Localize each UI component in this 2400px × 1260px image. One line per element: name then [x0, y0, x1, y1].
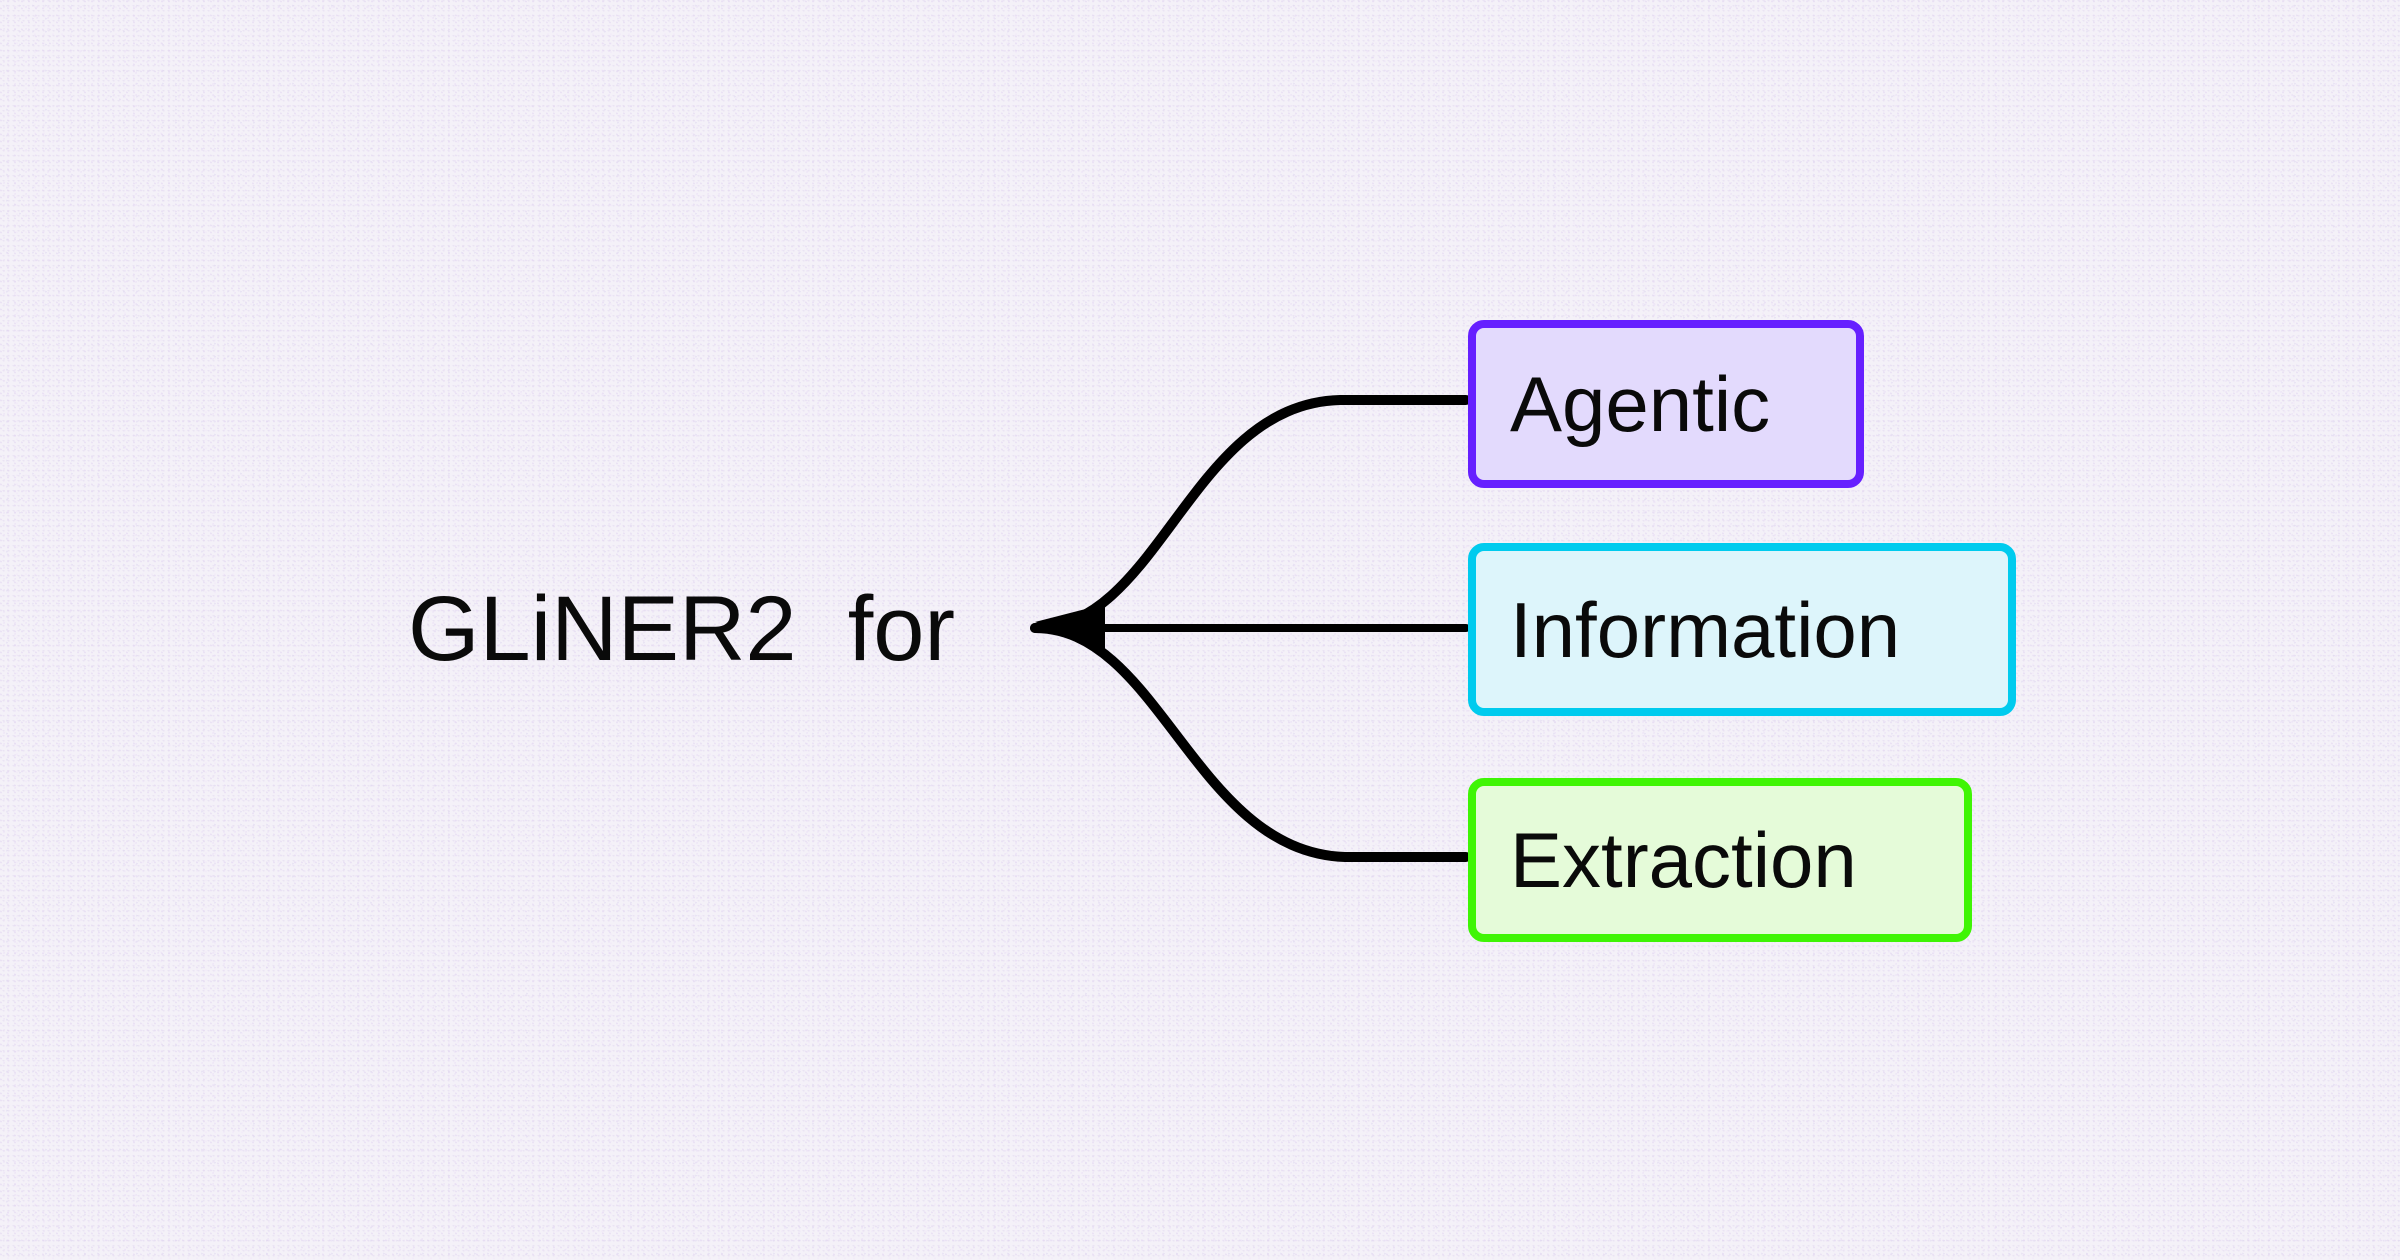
- node-agentic[interactable]: Agentic: [1468, 320, 1864, 488]
- edge-junction-wedge: [1035, 604, 1105, 652]
- edge-root-to-agentic: [1030, 395, 1471, 633]
- edge-root-to-extraction: [1030, 623, 1471, 862]
- node-extraction-label: Extraction: [1510, 816, 1857, 904]
- root-node-label: GLiNER2 for: [408, 578, 956, 680]
- node-extraction[interactable]: Extraction: [1468, 778, 1972, 942]
- node-information[interactable]: Information: [1468, 543, 2016, 716]
- node-agentic-label: Agentic: [1510, 360, 1771, 448]
- node-information-label: Information: [1510, 585, 1901, 674]
